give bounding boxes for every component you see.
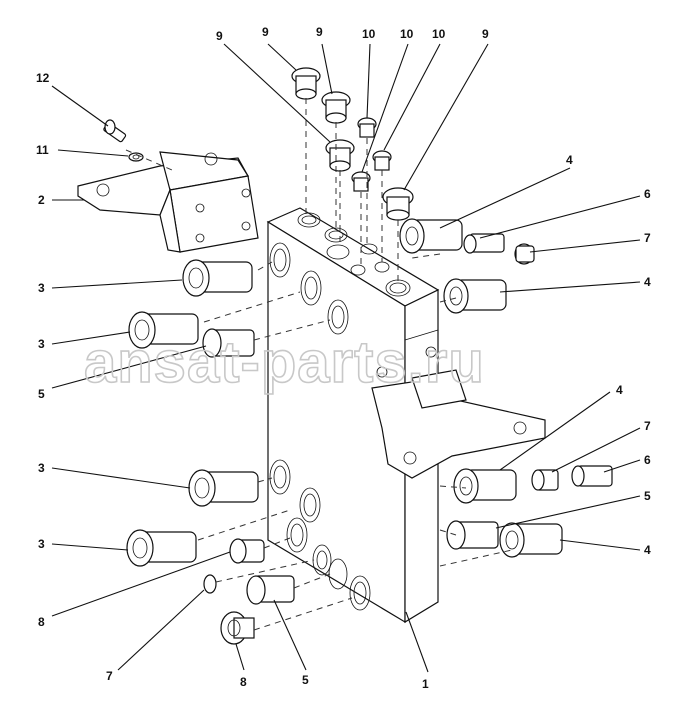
callout-3: 3 (38, 537, 45, 551)
callout-4: 4 (644, 543, 651, 557)
callout-1: 1 (422, 677, 429, 691)
callout-2: 2 (38, 193, 45, 207)
callout-10: 10 (432, 27, 446, 41)
lower-mounting-bracket (371, 369, 546, 479)
upper-mounting-bracket (77, 151, 259, 253)
right-fittings (399, 218, 613, 558)
callout-10: 10 (362, 27, 376, 41)
callout-4: 4 (566, 153, 573, 167)
callout-9: 9 (316, 25, 323, 39)
valve-body-block (266, 207, 440, 624)
callout-3: 3 (38, 281, 45, 295)
callout-labels: 12 11 2 3 3 5 3 3 8 7 8 5 1 9 9 9 10 10 … (36, 25, 651, 691)
watermark-text: ansat-parts.ru (84, 330, 485, 395)
callout-7: 7 (644, 231, 651, 245)
screw-and-washer (103, 119, 144, 162)
callout-7: 7 (106, 669, 113, 683)
top-plugs (291, 67, 414, 221)
callout-5: 5 (302, 673, 309, 687)
callout-10: 10 (400, 27, 414, 41)
callout-4: 4 (616, 383, 623, 397)
callout-9: 9 (482, 27, 489, 41)
callout-3: 3 (38, 337, 45, 351)
callout-9: 9 (262, 25, 269, 39)
callout-7: 7 (644, 419, 651, 433)
callout-8: 8 (240, 675, 247, 689)
callout-6: 6 (644, 453, 651, 467)
callout-12: 12 (36, 71, 50, 85)
callout-11: 11 (36, 143, 49, 157)
left-fittings (126, 259, 295, 645)
callout-5: 5 (38, 387, 45, 401)
alignment-lines (125, 98, 513, 631)
callout-3: 3 (38, 461, 45, 475)
leader-lines (51, 43, 641, 673)
callout-8: 8 (38, 615, 45, 629)
callout-4: 4 (644, 275, 651, 289)
callout-9: 9 (216, 29, 223, 43)
callout-5: 5 (644, 489, 651, 503)
callout-6: 6 (644, 187, 651, 201)
